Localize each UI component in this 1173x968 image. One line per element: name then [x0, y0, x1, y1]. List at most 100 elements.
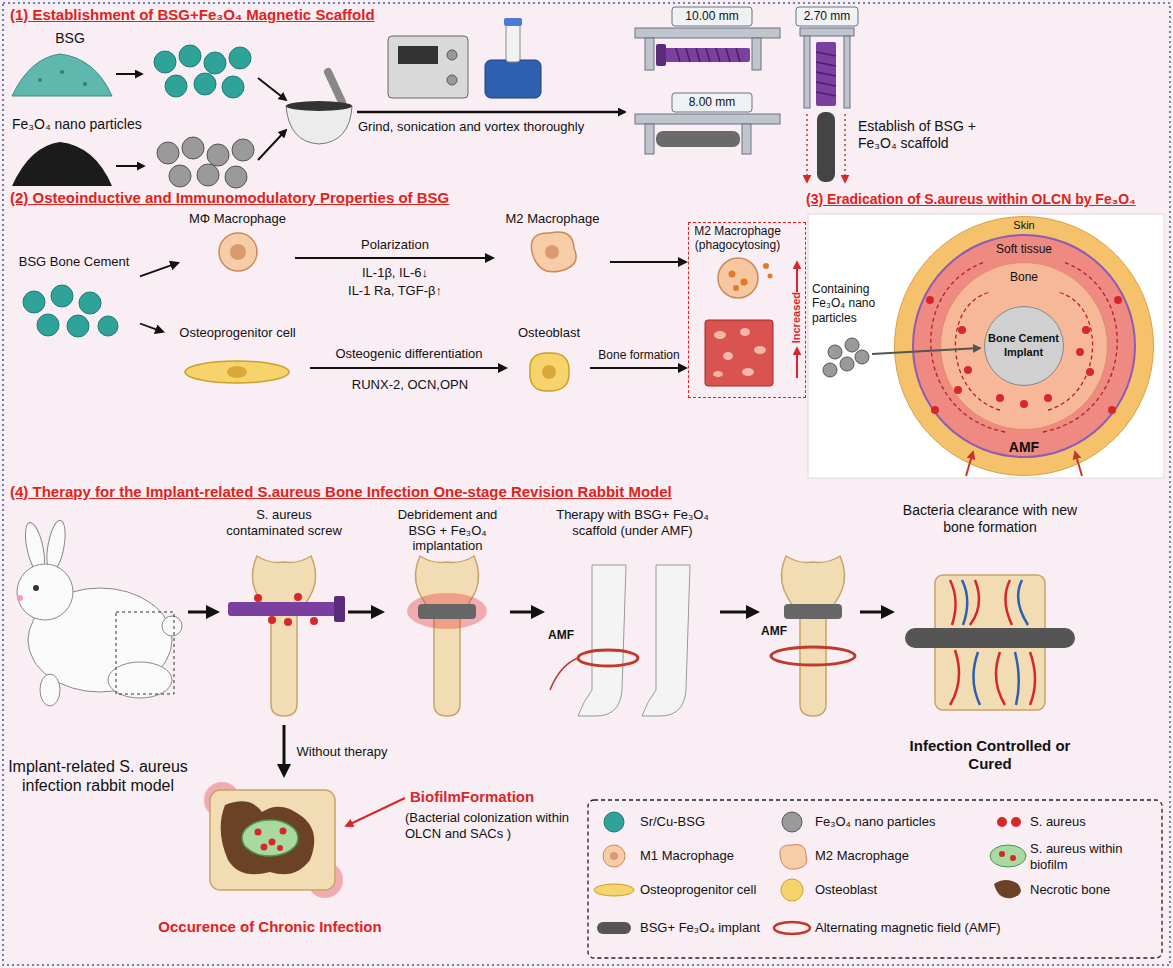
text-slot: BiofilmFormation — [410, 788, 580, 806]
node-label: S. aureus contaminated screw — [220, 507, 348, 538]
legend-label: BSG+ Fe₃O₄ implant — [640, 920, 768, 936]
mortar — [328, 72, 342, 102]
text-slot: S. aureus within biofilm — [1030, 841, 1156, 872]
text-slot: BSG Bone Cement — [8, 254, 140, 270]
flow-arrow — [140, 264, 174, 276]
m0-macrophage — [219, 233, 257, 271]
caliper-screw — [635, 28, 780, 38]
text-slot: Osteoprogenitor cell — [640, 882, 768, 898]
text-slot: Implant-related S. aureus infection rabb… — [8, 757, 188, 795]
text-slot: Increased — [790, 292, 803, 343]
callout-arrow — [346, 798, 405, 826]
caliper-diameter — [796, 7, 858, 26]
legend-label: M2 Macrophage — [815, 848, 980, 864]
m0-macrophage — [230, 244, 246, 260]
caliper-screw — [672, 7, 752, 26]
fe3o4-spheres — [207, 144, 229, 166]
annotation-label: IL-1β, IL-6↓ — [330, 265, 460, 281]
flow-arrow — [348, 611, 377, 614]
node-label: AMF — [548, 628, 586, 642]
text-slot: Alternating magnetic field (AMF) — [815, 920, 1115, 936]
phagocytosing-macrophage — [768, 274, 773, 279]
panel-band: (4) Therapy for the Implant-related S.au… — [4, 480, 1169, 964]
bsg-cement-spheres — [79, 292, 101, 314]
bacteria — [996, 394, 1004, 402]
bsg-cement-spheres — [67, 315, 89, 337]
legend-box — [588, 800, 1162, 958]
phagocytosing-macrophage — [741, 279, 748, 286]
tissue-ring: Soft tissueBoneBone Cement Implant — [912, 234, 1136, 458]
annotation-label: Grind, sonication and vortex thoroughly — [358, 119, 620, 135]
contaminated-bone — [254, 594, 262, 602]
debrided-bone — [407, 556, 487, 716]
text-slot: AMF — [994, 439, 1054, 456]
rabbit — [116, 612, 174, 694]
bsg-cement-spheres — [51, 285, 73, 307]
contaminated-bone — [310, 617, 318, 625]
flow-arrow — [860, 611, 887, 614]
contaminated-bone — [252, 556, 315, 716]
chronic-infection-bone — [269, 839, 276, 846]
rabbit — [162, 616, 182, 636]
flow-arrow — [310, 367, 502, 369]
step-node: Bacteria clearance with new bone formati… — [895, 500, 1085, 775]
fe3o4-spheres — [182, 137, 204, 159]
flow-arrow — [140, 324, 159, 331]
bsg-spheres — [194, 73, 216, 95]
annotation-label: BSG — [40, 30, 100, 47]
vortex-mixer — [506, 22, 520, 62]
text-slot: Bone — [994, 270, 1054, 284]
flow-arrow — [720, 611, 752, 614]
bsg-powder — [12, 54, 112, 96]
bsg-spheres — [179, 45, 201, 67]
bsg-spheres — [154, 45, 251, 98]
text-slot: Necrotic bone — [1030, 882, 1156, 898]
phagocytosing-macrophage — [763, 263, 769, 269]
legend-symbols — [594, 884, 634, 896]
legend-symbols — [782, 812, 802, 832]
edge-label: Bone formation — [598, 348, 679, 362]
bacteria — [1044, 394, 1052, 402]
nanoparticles — [823, 363, 837, 377]
panel-title: (4) Therapy for the Implant-related S.au… — [10, 483, 910, 501]
contaminated-bone — [228, 602, 338, 616]
node-label: MΦ Macrophage — [180, 211, 295, 227]
node-label: Skin — [994, 219, 1054, 232]
text-slot: Osteoprogenitor cell — [165, 325, 310, 341]
text-slot: (Bacterial colonization within OLCN and … — [405, 810, 580, 841]
chronic-infection-bone — [221, 801, 315, 874]
legend-label: Osteoprogenitor cell — [640, 882, 768, 898]
text-slot: AMF — [548, 628, 586, 642]
increase-arrows — [796, 262, 798, 292]
text-slot: (2) Osteoinductive and Immunomodulatory … — [10, 189, 610, 207]
legend-symbols — [603, 845, 625, 867]
bsg-powder — [12, 54, 142, 96]
treated-bone — [781, 556, 844, 716]
text-slot: Osteogenic differentiation — [335, 346, 482, 362]
bacteria — [1020, 400, 1028, 408]
amf-arrows — [966, 452, 1082, 476]
treated-bone — [784, 604, 842, 619]
field-lines — [1048, 292, 1093, 410]
m0-macrophage — [219, 233, 257, 271]
bsg-spheres — [222, 76, 244, 98]
contaminated-bone — [284, 618, 292, 626]
legend-label: M1 Macrophage — [640, 848, 768, 864]
debrided-bone — [407, 593, 487, 629]
outcome-box: M2 Macrophage (phagocytosing) — [688, 222, 806, 398]
bacteria — [1076, 348, 1084, 356]
contaminated-bone — [228, 556, 345, 716]
legend-label: Sr/Cu-BSG — [640, 814, 768, 830]
chronic-infection-bone — [255, 829, 262, 836]
text-slot: S. aureus contaminated screw — [220, 507, 348, 538]
healed-bone-block — [905, 628, 1075, 648]
nanoparticles — [823, 338, 869, 377]
text-slot: 10.00 mm — [672, 9, 752, 23]
rabbit — [17, 595, 23, 601]
caliper-diameter — [816, 42, 836, 106]
node-label: M2 Macrophage (phagocytosing) — [690, 224, 786, 253]
chronic-infection-bone — [204, 782, 343, 898]
bsg-spheres — [204, 52, 226, 74]
bacteria — [931, 406, 939, 414]
text-slot: Osteoblast — [815, 882, 980, 898]
